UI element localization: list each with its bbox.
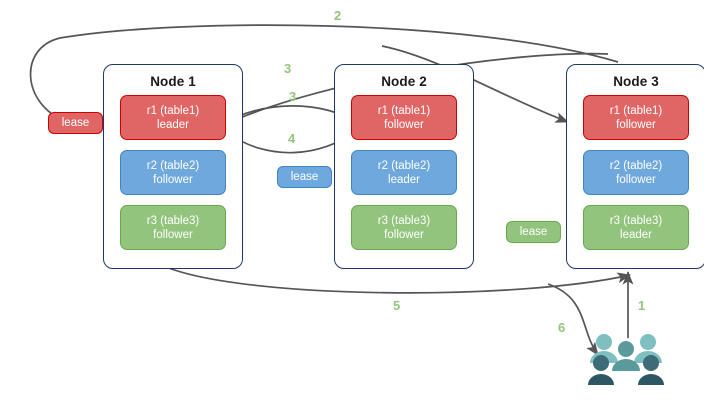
replica-node2-r3[interactable]: r3 (table3) follower [351, 205, 457, 250]
replica-name: r2 (table2) [146, 159, 200, 172]
edge-label-1: 1 [638, 298, 646, 313]
replica-node2-r2[interactable]: r2 (table2) leader [351, 150, 457, 195]
lease-badge-red[interactable]: lease [48, 112, 103, 134]
node-title-2: Node 2 [381, 74, 427, 89]
replica-role: follower [153, 228, 193, 241]
replica-role: leader [157, 118, 189, 131]
edge-label-3-lower: 3 [289, 89, 297, 104]
node-card-3[interactable]: Node 3 r1 (table1) follower r2 (table2) … [566, 64, 704, 269]
edge-label-6: 6 [558, 320, 566, 335]
edge-label-2: 2 [334, 8, 342, 23]
replica-role: leader [388, 173, 420, 186]
replica-role: follower [616, 118, 656, 131]
replica-role: follower [384, 118, 424, 131]
node-title-3: Node 3 [613, 74, 659, 89]
replica-role: follower [616, 173, 656, 186]
replica-role: leader [620, 228, 652, 241]
replica-role: follower [384, 228, 424, 241]
node-title-1: Node 1 [150, 74, 196, 89]
edge-5-path [165, 266, 631, 294]
replica-name: r3 (table3) [377, 214, 431, 227]
replica-name: r3 (table3) [609, 214, 663, 227]
edge-label-4: 4 [288, 131, 296, 146]
replica-node2-r1[interactable]: r1 (table1) follower [351, 95, 457, 140]
lease-badge-green[interactable]: lease [506, 221, 561, 243]
users-group-icon [588, 333, 664, 389]
node-card-1[interactable]: Node 1 r1 (table1) leader r2 (table2) fo… [103, 64, 243, 269]
node-card-2[interactable]: Node 2 r1 (table1) follower r2 (table2) … [334, 64, 474, 269]
replica-node1-r3[interactable]: r3 (table3) follower [120, 205, 226, 250]
replica-node3-r3[interactable]: r3 (table3) leader [583, 205, 689, 250]
replica-name: r1 (table1) [609, 104, 663, 117]
replica-node1-r2[interactable]: r2 (table2) follower [120, 150, 226, 195]
replica-name: r2 (table2) [377, 159, 431, 172]
lease-badge-blue[interactable]: lease [277, 166, 332, 188]
replica-node1-r1[interactable]: r1 (table1) leader [120, 95, 226, 140]
replica-name: r2 (table2) [609, 159, 663, 172]
replica-name: r3 (table3) [146, 214, 200, 227]
replica-name: r1 (table1) [146, 104, 200, 117]
replica-name: r1 (table1) [377, 104, 431, 117]
replica-role: follower [153, 173, 193, 186]
edge-label-3-upper: 3 [284, 61, 292, 76]
replica-node3-r1[interactable]: r1 (table1) follower [583, 95, 689, 140]
replica-node3-r2[interactable]: r2 (table2) follower [583, 150, 689, 195]
edge-label-5: 5 [393, 298, 401, 313]
